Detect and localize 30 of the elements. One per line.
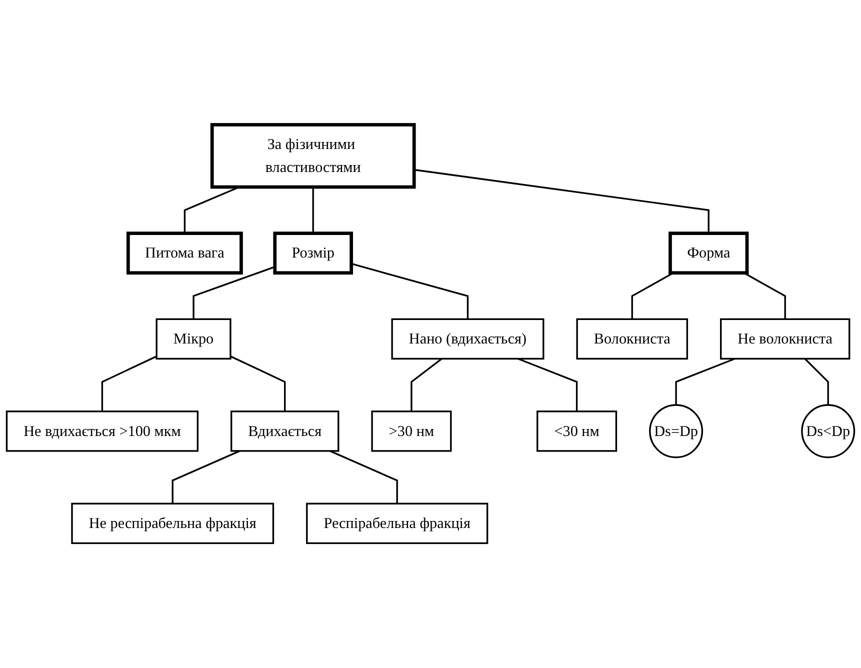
connector xyxy=(101,356,157,412)
node-box: Не респірабельна фракція xyxy=(71,502,274,544)
node-box: Вдихається xyxy=(230,410,340,452)
connector xyxy=(230,356,286,412)
connector xyxy=(410,358,442,412)
node-box: Респірабельна фракція xyxy=(306,502,488,544)
node-box: Не волокниста xyxy=(720,318,850,360)
node-box: Не вдихається >100 мкм xyxy=(6,410,199,452)
node-box: Мікро xyxy=(156,318,232,360)
connector xyxy=(330,450,398,504)
connector xyxy=(631,272,674,320)
node-box: Нано (вдихається) xyxy=(391,318,544,360)
node-box: <30 нм xyxy=(536,410,618,452)
connector xyxy=(172,450,240,504)
connector xyxy=(518,358,578,412)
node-box: Форма xyxy=(668,232,749,275)
connector xyxy=(351,262,469,320)
node-box: >30 нм xyxy=(371,410,452,452)
node-box: Волокниста xyxy=(576,318,688,360)
node-box: Розмір xyxy=(273,232,353,275)
connector xyxy=(743,272,786,320)
connector xyxy=(414,168,710,234)
node-circle: Ds=Dp xyxy=(649,404,704,458)
connector xyxy=(192,266,276,320)
connector xyxy=(804,358,829,406)
node-box: За фізичними властивостями xyxy=(210,123,416,189)
connector xyxy=(675,358,736,406)
node-box: Питома вага xyxy=(126,232,243,275)
connector xyxy=(312,187,314,234)
node-circle: Ds<Dp xyxy=(801,404,856,458)
